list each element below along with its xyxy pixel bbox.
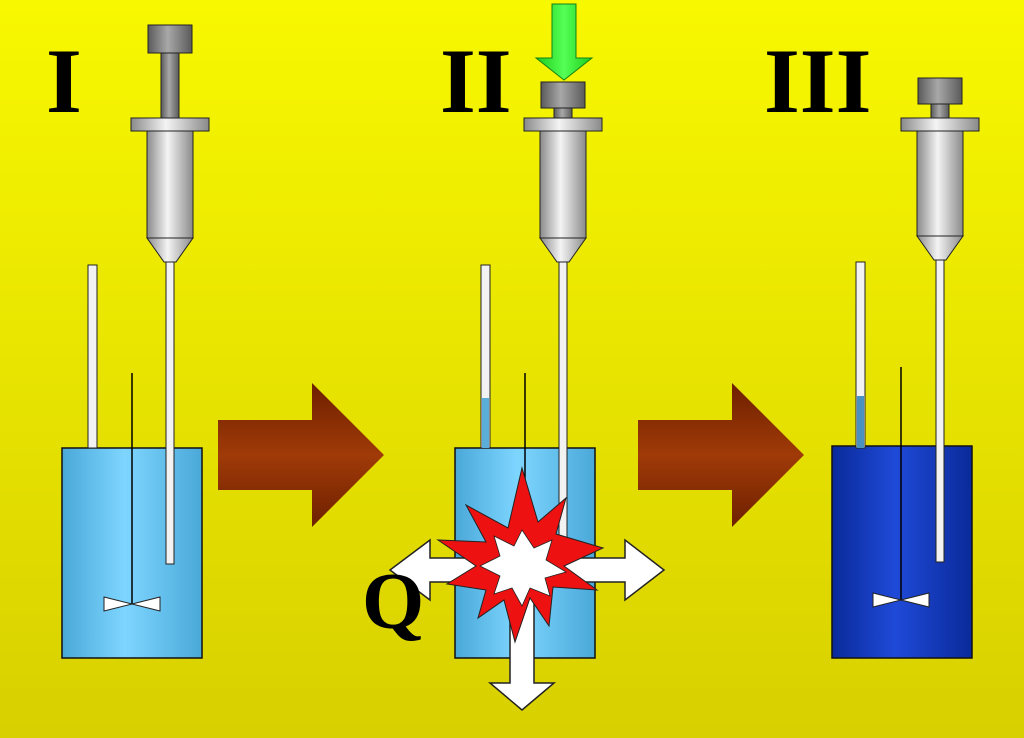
stirrer-icon — [103, 373, 161, 612]
syringe-icon — [130, 24, 210, 565]
beaker-icon — [831, 445, 973, 659]
thermometer-icon — [480, 264, 491, 449]
stage-3-label: III — [764, 30, 871, 132]
stage-2-apparatus — [388, 81, 666, 711]
syringe-icon — [523, 81, 603, 565]
stage-1-label: I — [46, 30, 82, 132]
heat-label: Q — [362, 558, 424, 646]
thermometer-icon — [855, 261, 866, 449]
thermometer-icon — [87, 264, 98, 449]
explosion-icon — [436, 466, 605, 644]
stage-2-label: II — [440, 30, 512, 132]
stage-1-apparatus — [61, 24, 210, 659]
stirrer-icon — [872, 367, 930, 608]
stage-3-apparatus — [831, 77, 980, 659]
down-arrow-icon — [534, 3, 594, 81]
syringe-icon — [900, 77, 980, 563]
right-arrow-icon — [218, 383, 384, 527]
right-arrow-icon — [638, 383, 804, 527]
